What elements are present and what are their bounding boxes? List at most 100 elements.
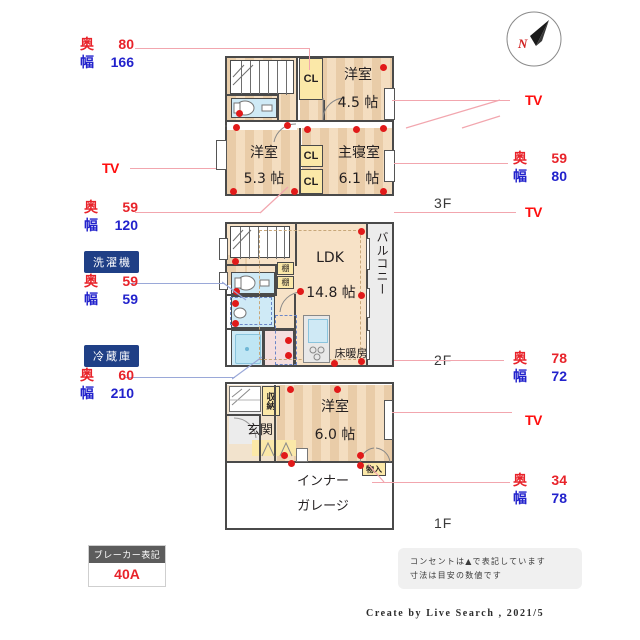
- 2f-shelf-1: 棚: [277, 262, 294, 275]
- 1f-wall-v1: [274, 385, 276, 463]
- callout-fridge-oku-val: 60: [118, 367, 134, 383]
- 1f-label-garage-line2: ガレージ: [297, 499, 349, 514]
- 2f-outlet-9: [358, 292, 365, 299]
- 2f-label-floor-heating: 床暖房: [334, 347, 368, 360]
- floor-label-3f: 3F: [434, 195, 453, 211]
- 3f-window-right-2: [384, 150, 395, 182]
- 3f-wall-v2: [299, 128, 301, 194]
- 1f-wall-h2: [227, 414, 261, 416]
- leader-left-top: [135, 48, 310, 49]
- 2f-balcony-label: バルコニー: [375, 231, 389, 296]
- 1f-outlet-1: [287, 386, 294, 393]
- callout-right-1f-oku-key: 奥: [513, 472, 527, 488]
- 3f-wall-v4: [323, 100, 325, 120]
- 2f-label-ldk-name: LDK: [316, 250, 344, 266]
- 2f-balcony: [368, 224, 392, 365]
- 1f-window-right: [384, 400, 393, 440]
- 2f-window-left-1: [219, 238, 228, 260]
- 1f-label-room-name: 洋室: [321, 399, 349, 415]
- 3f-outlet-9: [291, 188, 298, 195]
- 2f-kitchen-counter: [303, 315, 330, 363]
- breaker-value: 40A: [114, 566, 140, 582]
- leader-right-tv-top: [392, 100, 510, 101]
- callout-right-upper-oku-key: 奥: [513, 150, 527, 166]
- leader-right-upper: [394, 163, 508, 164]
- footer-credit: Create by Live Search , 2021/5: [366, 608, 545, 619]
- 3f-outlet-10: [380, 188, 387, 195]
- legend-note: コンセントは▲で表記しています 寸法は目安の数値です: [398, 548, 582, 590]
- callout-left-top-haba-key: 幅: [80, 53, 94, 70]
- leader-washer-diag: [222, 281, 247, 301]
- 3f-outlet-3: [284, 122, 291, 129]
- callout-fridge-oku-key: 奥: [80, 367, 94, 383]
- legend-note-line1: コンセントは▲で表記しています: [410, 557, 546, 566]
- breaker-title: ブレーカー表記: [89, 546, 165, 563]
- 2f-outlet-3: [232, 300, 239, 307]
- 3f-label-room3-size: 6.1 帖: [338, 171, 380, 187]
- 1f-outlet-2: [334, 386, 341, 393]
- 2f-outlet-5: [297, 288, 304, 295]
- callout-right-upper-haba-key: 幅: [513, 167, 527, 184]
- 3f-closet-1: CL: [299, 58, 323, 100]
- 2f-wall-h3: [227, 328, 295, 330]
- appliance-tag-fridge: 冷蔵庫: [84, 345, 139, 367]
- leader-right-1f-diag: [367, 463, 385, 483]
- 3f-label-room2-size: 5.3 帖: [243, 171, 285, 187]
- 3f-wall-h1: [227, 120, 394, 122]
- 1f-outlet-5: [357, 452, 364, 459]
- callout-left-mid-oku-val: 59: [122, 199, 138, 215]
- 3f-wall-v1: [296, 58, 298, 120]
- 3f-outlet-8: [230, 188, 237, 195]
- breaker-box: ブレーカー表記 40A: [88, 545, 166, 587]
- 3f-outlet-4: [380, 64, 387, 71]
- callout-right-2f-oku-val: 78: [551, 350, 567, 366]
- callout-left-mid-oku-key: 奥: [84, 199, 98, 215]
- 3f-label-room1-size: 4.5 帖: [337, 95, 379, 111]
- 2f-utility-zone: [275, 315, 297, 365]
- 2f-changing-area: [264, 330, 294, 366]
- leader-fridge: [125, 377, 235, 378]
- leader-left-top-v: [309, 48, 310, 70]
- leader-fridge-diag: [232, 356, 263, 380]
- 2f-outlet-10: [358, 358, 365, 365]
- 3f-window-right-1: [384, 88, 395, 120]
- callout-washer-haba-key: 幅: [84, 290, 98, 307]
- 1f-wall-v2: [259, 416, 261, 461]
- 2f-wall-h1: [227, 264, 277, 266]
- leader-right-upper-diag: [405, 99, 501, 129]
- 1f-storage-box: 収納: [262, 386, 280, 416]
- leader-right-tv-3f: [394, 212, 516, 213]
- callout-right-1f-haba-key: 幅: [513, 489, 527, 506]
- appliance-tag-washer: 洗濯機: [84, 251, 139, 273]
- compass-north-letter: N: [518, 36, 528, 51]
- leader-right-2f: [394, 360, 504, 361]
- 3f-outlet-5: [353, 126, 360, 133]
- compass-rose: N: [503, 8, 565, 75]
- 1f-closet-monoire: 物入: [362, 462, 386, 476]
- 1f-outlet-6: [357, 462, 364, 469]
- leader-washer: [130, 283, 225, 284]
- 3f-corridor: [227, 120, 297, 130]
- callout-left-mid-haba-val: 120: [114, 216, 138, 233]
- leader-left-mid-diag: [259, 186, 289, 214]
- floor-label-1f: 1F: [434, 515, 453, 531]
- 1f-staircase: [229, 386, 261, 412]
- callout-right-tv-top: TV: [525, 92, 542, 108]
- 2f-wall-v1: [295, 224, 297, 266]
- callout-right-tv-3f: TV: [525, 204, 542, 220]
- 3f-label-room2-name: 洋室: [250, 145, 278, 161]
- 3f-room-shushinshitsu: [302, 128, 392, 194]
- 1f-storage-label: 収納: [265, 392, 276, 410]
- 3f-closet-2: CL: [299, 145, 323, 167]
- 3f-outlet-2: [233, 124, 240, 131]
- leader-right-tv-1f: [392, 412, 512, 413]
- 3f-outlet-7: [304, 126, 311, 133]
- callout-washer-haba-val: 59: [122, 290, 138, 307]
- 1f-wall-h1: [227, 461, 392, 463]
- 3f-label-room3-name: 主寝室: [338, 145, 380, 161]
